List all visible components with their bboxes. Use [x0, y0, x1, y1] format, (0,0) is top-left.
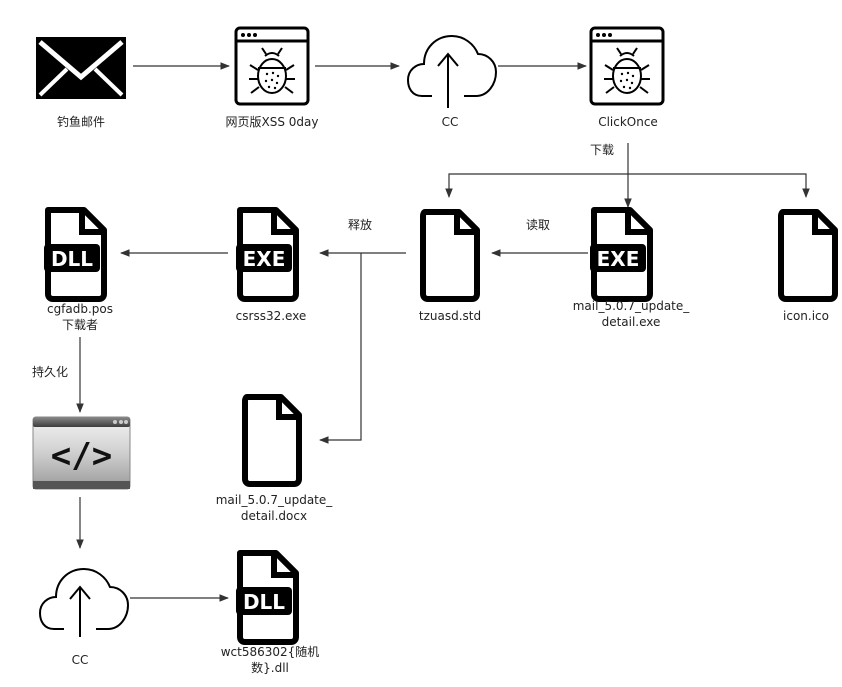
envelope-icon	[36, 37, 126, 99]
label-cc-bottom: CC	[71, 653, 89, 667]
label-mail-exe: mail_5.0.7_update_detail.exe	[572, 299, 690, 329]
cloud-upload-icon	[406, 34, 498, 108]
label-icon-ico: icon.ico	[783, 309, 829, 323]
csrss-exe-icon: EXE	[236, 207, 299, 302]
svg-text:EXE: EXE	[243, 247, 286, 271]
edge-label-persist: 持久化	[32, 365, 69, 379]
std-file-icon	[420, 209, 480, 302]
svg-text:EXE: EXE	[597, 247, 640, 271]
edge-label-release: 释放	[348, 218, 373, 232]
label-clickonce: ClickOnce	[598, 115, 658, 129]
browser-bug-icon	[234, 26, 310, 106]
label-web-xss: 网页版XSS 0day	[225, 115, 319, 129]
label-csrss32: csrss32.exe	[235, 309, 307, 323]
docx-file-icon	[242, 394, 302, 487]
exe-file-icon: EXE	[590, 207, 653, 302]
label-wct-dll: wct586302{随机数}.dll	[220, 645, 320, 675]
edge-label-download: 下载	[590, 143, 615, 157]
label-mail-docx: mail_5.0.7_update_detail.docx	[215, 493, 333, 523]
ico-file-icon	[778, 209, 838, 302]
dll-file-icon: DLL	[44, 207, 107, 302]
edge-label-read: 读取	[526, 218, 551, 232]
cloud-upload-bottom-icon	[38, 567, 130, 637]
label-cc-top: CC	[441, 115, 459, 129]
svg-text:DLL: DLL	[51, 247, 93, 271]
edges	[76, 62, 810, 602]
svg-text:DLL: DLL	[243, 590, 285, 614]
code-window-icon: </>	[32, 416, 131, 490]
edge-download-branch	[448, 173, 807, 196]
label-tzuasd: tzuasd.std	[418, 309, 482, 323]
edge-release-docx	[319, 253, 362, 444]
label-phishing-mail: 钓鱼邮件	[56, 115, 105, 129]
wct-dll-file-icon: DLL	[236, 550, 299, 645]
svg-text:</>: </>	[51, 436, 112, 476]
label-cgfadb: cgfadb.pos 下载者	[46, 302, 114, 332]
clickonce-bug-icon	[589, 26, 665, 106]
